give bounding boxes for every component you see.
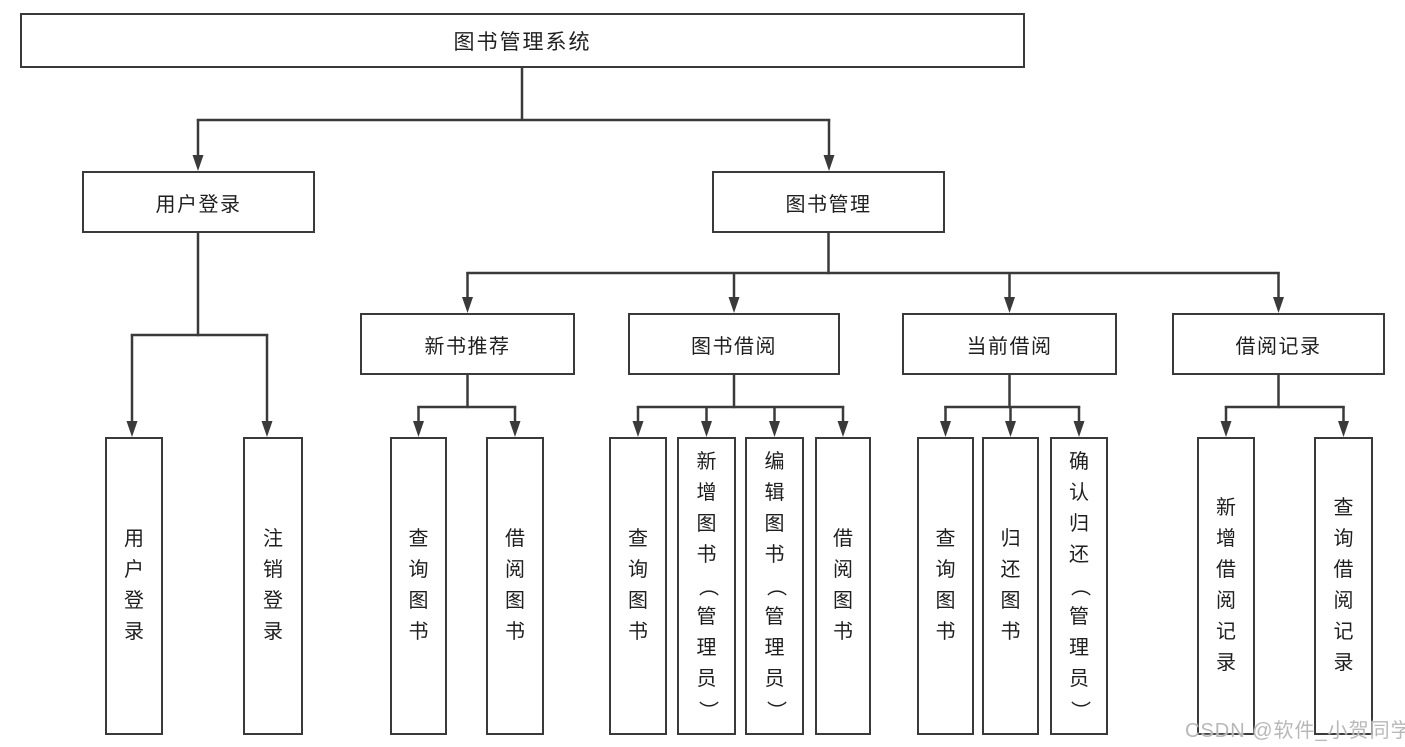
node-user-login: 用户登录 [82,171,315,233]
leaf-return-book: 归还图书 [982,437,1039,735]
leaf-query-books-recommend: 查询图书 [390,437,447,735]
node-current-borrow: 当前借阅 [902,313,1117,375]
node-new-book-recommend: 新书推荐 [360,313,575,375]
node-book-borrow: 图书借阅 [628,313,840,375]
node-book-management: 图书管理 [712,171,945,233]
leaf-borrow-books: 借阅图书 [815,437,871,735]
node-library-management-system: 图书管理系统 [20,13,1025,68]
csdn-watermark: CSDN @软件_小贺同学 [1185,720,1405,742]
leaf-borrow-books-recommend: 借阅图书 [486,437,544,735]
leaf-confirm-return-admin: 确认归还（管理员） [1050,437,1108,735]
leaf-user-login: 用户登录 [105,437,163,735]
leaf-logout-login: 注销登录 [243,437,303,735]
leaf-query-borrow-record: 查询借阅记录 [1314,437,1373,735]
leaf-query-books-borrow: 查询图书 [609,437,667,735]
node-borrow-records: 借阅记录 [1172,313,1385,375]
leaf-add-borrow-record: 新增借阅记录 [1197,437,1255,735]
leaf-add-book-admin: 新增图书（管理员） [677,437,736,735]
leaf-query-books-current: 查询图书 [917,437,974,735]
leaf-edit-book-admin: 编辑图书（管理员） [745,437,804,735]
